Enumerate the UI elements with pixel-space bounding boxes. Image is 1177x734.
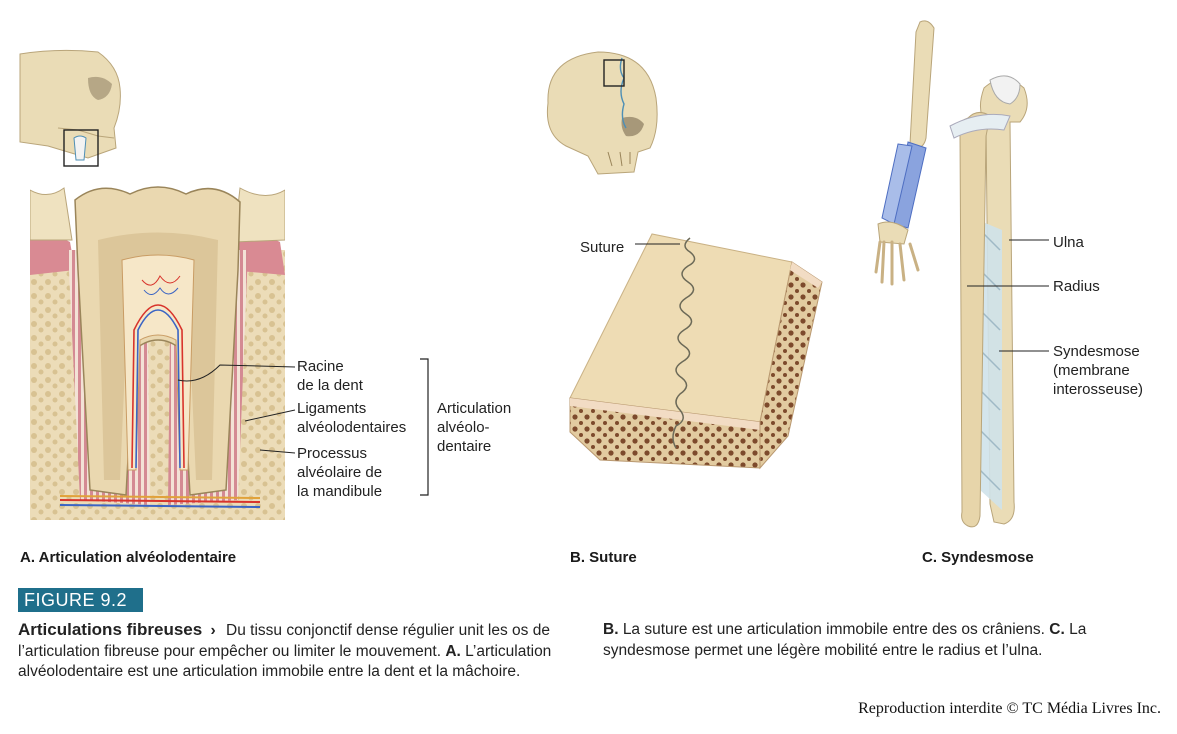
bracket-articulation — [420, 358, 429, 496]
tooth-diagram — [30, 186, 285, 520]
leader-lines-a — [177, 364, 296, 454]
skull-thumbnail-b — [546, 51, 658, 175]
caption-b-text: La suture est une articulation immobile … — [622, 621, 1045, 638]
caption-title: Articulations fibreuses — [18, 620, 203, 639]
caption-a-text: L’articulation alvéolodentaire est une a… — [18, 642, 552, 681]
label-syndesmose: Syndesmose (membrane interosseuse) — [1053, 343, 1144, 398]
caption-part1: Du tissu conjonctif dense régulier unit … — [18, 622, 550, 660]
label-ligaments: Ligaments alvéolodentaires — [297, 400, 407, 436]
label-radius: Radius — [1053, 278, 1100, 295]
panel-a-title: A. Articulation alvéolodentaire — [20, 549, 237, 566]
leader-lines-c — [967, 239, 1049, 352]
forearm-bones — [949, 75, 1028, 528]
label-articulation: Articulation alvéolo- dentaire — [437, 400, 512, 455]
panel-b-title: B. Suture — [570, 549, 637, 566]
label-ulna: Ulna — [1053, 234, 1084, 251]
arm-thumbnail — [874, 20, 935, 286]
copyright: Reproduction interdite © TC Média Livres… — [858, 700, 1161, 717]
caption-c-key: C. — [1049, 621, 1065, 638]
caption-b-key: B. — [603, 621, 619, 638]
caption-c-text: La syndesmose permet une légère mobilité… — [603, 621, 1087, 659]
caption-arrow: › — [210, 622, 216, 639]
suture-block — [569, 233, 823, 470]
caption-left: Articulations fibreuses › Du tissu conjo… — [18, 620, 573, 683]
caption-a-key: A. — [445, 642, 461, 660]
skull-thumbnail-a — [19, 49, 121, 167]
panel-c-title: C. Syndesmose — [922, 549, 1034, 566]
label-processus: Processus alvéolaire de la mandibule — [297, 445, 383, 500]
figure-badge: FIGURE 9.2 — [18, 588, 143, 612]
caption-right: B. La suture est une articulation immobi… — [603, 620, 1163, 661]
label-suture: Suture — [580, 239, 625, 256]
label-racine: Racine de la dent — [297, 358, 363, 394]
